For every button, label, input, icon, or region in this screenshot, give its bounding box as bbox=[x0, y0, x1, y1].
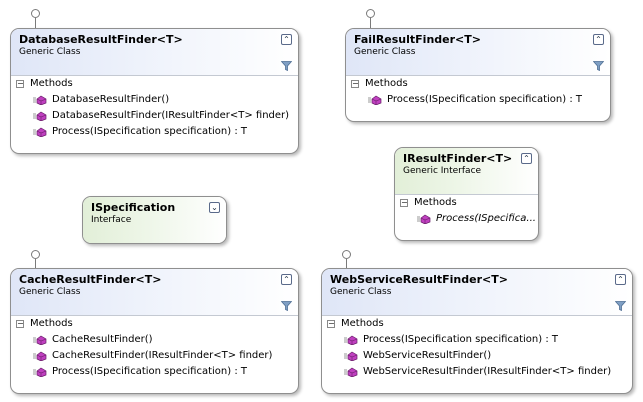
methods-compartment: − Methods Process(ISpecification specifi… bbox=[322, 315, 632, 380]
shape-subtitle: Interface bbox=[91, 215, 132, 225]
class-shape-web-service-result-finder[interactable]: WebServiceResultFinder<T> Generic Class … bbox=[321, 268, 633, 394]
collapse-compartment-icon[interactable]: − bbox=[400, 198, 408, 207]
method-text: Process(ISpecification specification) : … bbox=[387, 94, 582, 105]
shape-subtitle: Generic Class bbox=[19, 47, 81, 57]
method-icon bbox=[33, 351, 47, 361]
method-icon bbox=[33, 95, 47, 105]
filter-icon[interactable] bbox=[281, 61, 292, 71]
method-row[interactable]: CacheResultFinder(IResultFinder<T> finde… bbox=[11, 348, 298, 364]
method-text: DatabaseResultFinder() bbox=[52, 94, 170, 105]
shape-header: CacheResultFinder<T> Generic Class ⌃ bbox=[11, 269, 298, 315]
method-icon bbox=[33, 127, 47, 137]
class-shape-cache-result-finder[interactable]: CacheResultFinder<T> Generic Class ⌃ − M… bbox=[10, 268, 299, 394]
method-row[interactable]: Process(ISpecification specification) : … bbox=[11, 124, 298, 140]
method-icon bbox=[344, 351, 358, 361]
methods-compartment-header[interactable]: − Methods bbox=[11, 316, 298, 332]
collapse-icon[interactable]: ⌃ bbox=[521, 153, 532, 164]
methods-compartment-header[interactable]: − Methods bbox=[322, 316, 632, 332]
shape-title: IResultFinder<T> bbox=[403, 152, 513, 165]
shape-header: FailResultFinder<T> Generic Class ⌃ bbox=[346, 29, 610, 75]
methods-compartment-header[interactable]: − Methods bbox=[346, 76, 610, 92]
method-icon bbox=[33, 367, 47, 377]
interface-shape-ispecification[interactable]: ISpecification Interface ⌄ bbox=[82, 196, 227, 244]
method-text: Process(ISpecification specification) : … bbox=[363, 334, 558, 345]
filter-icon[interactable] bbox=[281, 301, 292, 311]
class-shape-fail-result-finder[interactable]: FailResultFinder<T> Generic Class ⌃ − Me… bbox=[345, 28, 611, 122]
method-icon bbox=[368, 95, 382, 105]
method-text: WebServiceResultFinder() bbox=[363, 350, 492, 361]
shape-subtitle: Generic Class bbox=[19, 287, 81, 297]
method-icon bbox=[417, 214, 431, 224]
method-icon bbox=[33, 335, 47, 345]
collapse-icon[interactable]: ⌃ bbox=[593, 34, 604, 45]
compartment-title: Methods bbox=[30, 318, 73, 329]
collapse-icon[interactable]: ⌃ bbox=[615, 274, 626, 285]
collapse-compartment-icon[interactable]: − bbox=[327, 319, 335, 328]
collapse-compartment-icon[interactable]: − bbox=[16, 319, 24, 328]
shape-header: WebServiceResultFinder<T> Generic Class … bbox=[322, 269, 632, 315]
compartment-title: Methods bbox=[365, 78, 408, 89]
compartment-title: Methods bbox=[414, 197, 457, 208]
shape-subtitle: Generic Class bbox=[354, 47, 416, 57]
shape-title: WebServiceResultFinder<T> bbox=[330, 273, 508, 286]
methods-compartment-header[interactable]: − Methods bbox=[11, 76, 298, 92]
shape-header: ISpecification Interface ⌄ bbox=[83, 197, 226, 243]
interface-shape-iresult-finder[interactable]: IResultFinder<T> Generic Interface ⌃ − M… bbox=[394, 147, 539, 241]
collapse-compartment-icon[interactable]: − bbox=[16, 79, 24, 88]
compartment-title: Methods bbox=[30, 78, 73, 89]
methods-compartment-header[interactable]: − Methods bbox=[395, 195, 538, 211]
collapse-icon[interactable]: ⌃ bbox=[281, 34, 292, 45]
shape-title: DatabaseResultFinder<T> bbox=[19, 33, 183, 46]
method-text: Process(ISpecification specification) : … bbox=[52, 366, 247, 377]
compartment-title: Methods bbox=[341, 318, 384, 329]
method-text: CacheResultFinder() bbox=[52, 334, 153, 345]
method-row[interactable]: CacheResultFinder() bbox=[11, 332, 298, 348]
method-row[interactable]: Process(ISpecification specification) : … bbox=[346, 92, 610, 108]
method-icon bbox=[344, 335, 358, 345]
method-row[interactable]: Process(ISpecification specification) : … bbox=[11, 364, 298, 380]
shape-header: DatabaseResultFinder<T> Generic Class ⌃ bbox=[11, 29, 298, 75]
method-row[interactable]: WebServiceResultFinder() bbox=[322, 348, 632, 364]
method-row[interactable]: WebServiceResultFinder(IResultFinder<T> … bbox=[322, 364, 632, 380]
method-row[interactable]: DatabaseResultFinder(IResultFinder<T> fi… bbox=[11, 108, 298, 124]
shape-title: FailResultFinder<T> bbox=[354, 33, 481, 46]
shape-subtitle: Generic Class bbox=[330, 287, 392, 297]
class-shape-database-result-finder[interactable]: DatabaseResultFinder<T> Generic Class ⌃ … bbox=[10, 28, 299, 154]
method-text: WebServiceResultFinder(IResultFinder<T> … bbox=[363, 366, 612, 377]
method-text: DatabaseResultFinder(IResultFinder<T> fi… bbox=[52, 110, 290, 121]
method-icon bbox=[33, 111, 47, 121]
filter-icon[interactable] bbox=[593, 61, 604, 71]
method-text: Process(ISpecification specification) : … bbox=[52, 126, 247, 137]
shape-title: CacheResultFinder<T> bbox=[19, 273, 162, 286]
method-row[interactable]: Process(ISpecifica... bbox=[395, 211, 538, 227]
methods-compartment: − Methods Process(ISpecification specifi… bbox=[346, 75, 610, 108]
method-row[interactable]: DatabaseResultFinder() bbox=[11, 92, 298, 108]
method-text: Process(ISpecifica... bbox=[436, 213, 536, 224]
method-icon bbox=[344, 367, 358, 377]
shape-subtitle: Generic Interface bbox=[403, 166, 482, 176]
methods-compartment: − Methods Process(ISpecifica... bbox=[395, 194, 538, 227]
methods-compartment: − Methods CacheResultFinder() CacheResul… bbox=[11, 315, 298, 380]
method-row[interactable]: Process(ISpecification specification) : … bbox=[322, 332, 632, 348]
shape-header: IResultFinder<T> Generic Interface ⌃ bbox=[395, 148, 538, 194]
filter-icon[interactable] bbox=[615, 301, 626, 311]
expand-icon[interactable]: ⌄ bbox=[209, 202, 220, 213]
collapse-compartment-icon[interactable]: − bbox=[351, 79, 359, 88]
method-text: CacheResultFinder(IResultFinder<T> finde… bbox=[52, 350, 273, 361]
methods-compartment: − Methods DatabaseResultFinder() Databas… bbox=[11, 75, 298, 140]
shape-title: ISpecification bbox=[91, 201, 176, 214]
collapse-icon[interactable]: ⌃ bbox=[281, 274, 292, 285]
